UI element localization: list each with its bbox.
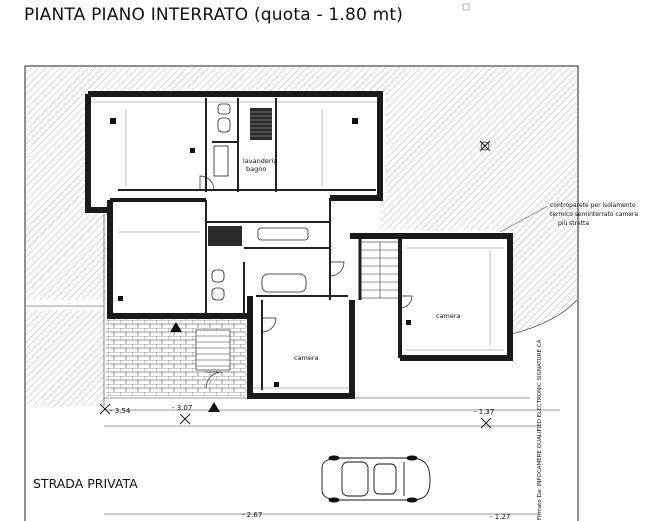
ground-hatch xyxy=(26,67,577,406)
sanitary-fixtures xyxy=(211,103,309,301)
room-label-bedroom-bottom: camera xyxy=(294,354,319,362)
level-label-3: - 1.37 xyxy=(474,408,494,416)
signature-side-text: Firmato Da: INFOCAMERE QUALIFIED ELECTRO… xyxy=(537,339,543,520)
level-label-5: - 1.27 xyxy=(490,513,510,521)
door-swings xyxy=(199,175,413,389)
drawing-frame xyxy=(24,65,579,521)
page-corner-mark xyxy=(462,3,470,11)
level-label-2: - 3.07 xyxy=(172,404,192,412)
entry-steps xyxy=(195,329,231,371)
room-label-bathroom: bagno xyxy=(246,165,266,173)
dimension-lines xyxy=(92,101,504,389)
page-title: PIANTA PIANO INTERRATO (quota - 1.80 mt) xyxy=(24,5,404,25)
note-leader xyxy=(499,205,549,233)
level-label-4: - 2.67 xyxy=(242,511,262,519)
site-lines xyxy=(26,214,578,515)
window-markers xyxy=(110,118,411,387)
room-label-laundry: lavanderia xyxy=(243,157,277,165)
entry-arrow-1 xyxy=(170,322,182,332)
entry-arrow-2 xyxy=(208,402,220,412)
inner-partitions xyxy=(118,98,376,390)
street-label: STRADA PRIVATA xyxy=(33,476,138,491)
building-walls xyxy=(85,91,513,399)
wall-note-line-2: termico seminterrato camera xyxy=(550,211,638,218)
level-label-1: - 3.54 xyxy=(110,407,131,415)
car-icon xyxy=(321,455,431,503)
wall-note-line-1: controparete per isolamento xyxy=(550,202,636,209)
level-crosses xyxy=(99,140,492,429)
level-marker-garden xyxy=(480,141,490,151)
wall-note-line-3: più stretta xyxy=(558,220,589,227)
stair-block-middle xyxy=(208,226,242,246)
room-label-bedroom-right: camera xyxy=(436,312,461,320)
stairs-flight xyxy=(359,241,401,299)
